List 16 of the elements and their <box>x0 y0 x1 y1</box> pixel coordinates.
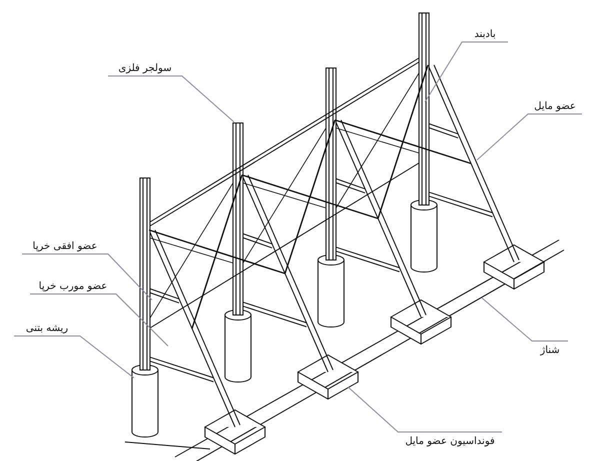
part-label: عضو مورب خرپا <box>30 280 116 294</box>
leader-line <box>22 254 152 300</box>
part-label: شناژ <box>532 341 568 358</box>
part-label: عضو افقی خرپا <box>22 240 108 254</box>
leader-line <box>482 298 568 342</box>
leader-line <box>108 76 234 122</box>
leader-line <box>424 42 508 102</box>
part-label: سولجر فلزی <box>108 62 182 76</box>
part-label: فونداسیون عضو مایل <box>398 432 502 449</box>
leader-line <box>30 294 168 346</box>
leader-line <box>14 336 134 378</box>
part-label: بادبند <box>462 28 508 42</box>
part-label: عضو مایل <box>528 100 582 114</box>
part-label: ریشه بتنی <box>14 322 80 336</box>
leader-line <box>476 114 582 160</box>
leader-line <box>348 386 502 432</box>
